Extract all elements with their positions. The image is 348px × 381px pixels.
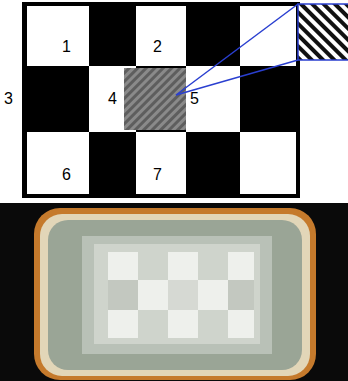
- callout-number: 7: [153, 166, 162, 184]
- callout-number: 6: [62, 166, 71, 184]
- callout-number: 3: [4, 90, 13, 108]
- callout-number: 1: [62, 38, 71, 56]
- callout-number: 5: [190, 90, 199, 108]
- callout-number: 2: [153, 38, 162, 56]
- callout-number: 4: [108, 90, 117, 108]
